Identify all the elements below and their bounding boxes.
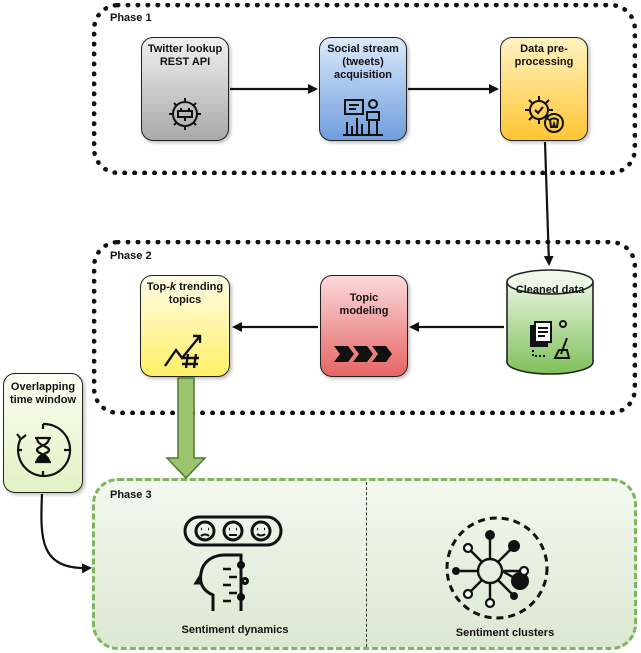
social-stream-label: Social stream (tweets) acquisition: [327, 43, 399, 81]
top-k-k: k: [169, 281, 177, 293]
phase-3-label: Phase 3: [110, 489, 152, 501]
top-k-topics-node: Top-k trending topics: [140, 275, 230, 377]
phase-1-container: [92, 3, 637, 175]
emotion-head-icon: [183, 515, 283, 611]
phase-1-label: Phase 1: [110, 12, 152, 24]
overlapping-time-window-label: Overlapping time window: [10, 381, 76, 406]
top-k-prefix: Top-: [146, 281, 170, 293]
cleaned-data-node: Cleaned data: [505, 268, 595, 376]
gear-check-icon: [525, 96, 564, 133]
data-preprocessing-node: Data pre-processing: [500, 37, 588, 141]
chevrons-icon: [334, 346, 392, 362]
data-preprocessing-label: Data pre-processing: [514, 43, 574, 68]
documents-broom-icon: [530, 320, 571, 359]
sentiment-clusters-caption: Sentiment clusters: [455, 627, 555, 639]
phase-3-divider: [366, 482, 367, 647]
block-arrow-topk-to-phase3: [165, 377, 207, 480]
phase-2-container: [92, 240, 637, 415]
arrow-preprocess-to-cleaned: [543, 141, 554, 266]
twitter-api-label: Twitter lookup REST API: [147, 43, 223, 68]
top-k-suffix: trending topics: [168, 281, 224, 306]
trend-hashtag-icon: [164, 334, 202, 369]
presentation-person-icon: [343, 99, 383, 136]
topic-modeling-label: Topic modeling: [339, 292, 389, 317]
overlapping-time-window-node: Overlapping time window: [3, 373, 83, 493]
network-cluster-icon: [445, 516, 549, 620]
plug-gear-icon: [169, 98, 201, 130]
twitter-api-node: Twitter lookup REST API: [141, 37, 229, 141]
phase-2-label: Phase 2: [110, 250, 152, 262]
topic-modeling-node: Topic modeling: [320, 275, 408, 377]
cleaned-data-label: Cleaned data: [515, 284, 585, 296]
arrow-window-to-phase3: [40, 493, 92, 574]
phase-3-container: [92, 478, 637, 650]
hourglass-clock-icon: [16, 422, 72, 478]
sentiment-dynamics-caption: Sentiment dynamics: [181, 624, 289, 636]
top-k-topics-label: Top-k trending topics: [141, 276, 229, 307]
social-stream-node: Social stream (tweets) acquisition: [319, 37, 407, 141]
